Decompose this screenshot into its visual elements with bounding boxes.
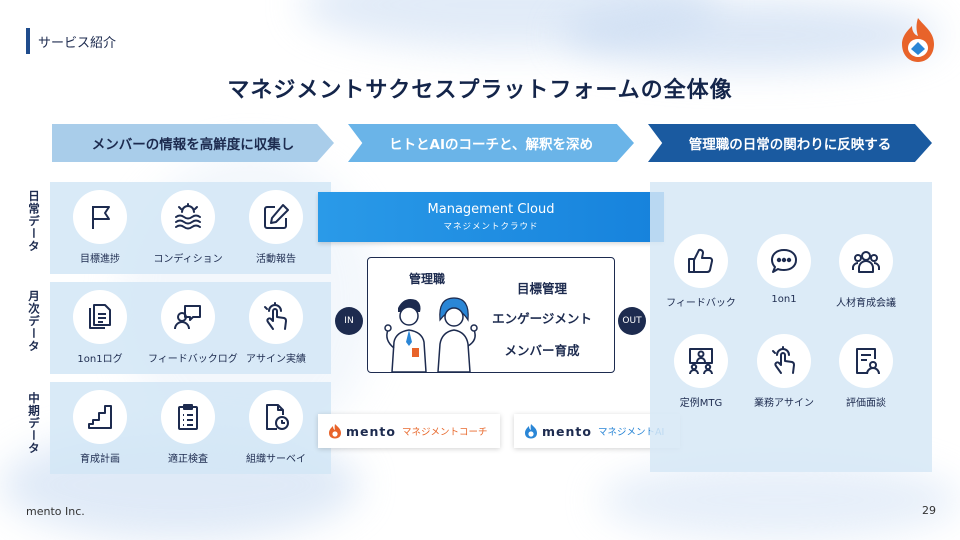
item-label: 適正検査 xyxy=(168,454,208,465)
manager-heading: 管理職 xyxy=(409,272,446,286)
row-label-midterm: 中期データ xyxy=(27,392,41,455)
item-org-survey: 組織サーベイ xyxy=(236,390,316,465)
item-label: フィードバック xyxy=(666,298,736,309)
edit-icon xyxy=(264,204,289,229)
action-work-assign: 業務アサイン xyxy=(744,334,824,409)
step-interpret-label: ヒトとAIのコーチと、解釈を深め xyxy=(389,137,593,153)
item-label: 活動報告 xyxy=(256,254,296,265)
action-1on1: 1on1 xyxy=(744,234,824,305)
action-regular-mtg: 定例MTG xyxy=(661,334,741,409)
thumbs-up-icon xyxy=(688,248,714,273)
panel-daily-data: 目標進捗 コンディション 活動報告 xyxy=(50,182,331,274)
action-evaluation-interview: 評価面談 xyxy=(826,334,906,409)
footer-company: mento Inc. xyxy=(26,505,85,518)
management-cloud-subtitle: マネジメントクラウド xyxy=(443,222,539,232)
manager-item-member-development: メンバー育成 xyxy=(504,343,580,358)
item-1on1-log: 1on1ログ xyxy=(60,290,140,365)
mento-ai-name: マネジメントAI xyxy=(597,427,665,438)
panel-midterm-data: 育成計画 適正検査 組織サーベイ xyxy=(50,382,331,474)
page-title: マネジメントサクセスプラットフォームの全体像 xyxy=(227,78,733,103)
feedback-person-icon xyxy=(174,305,201,330)
item-label: 目標進捗 xyxy=(80,254,120,265)
row-label-daily: 日常データ xyxy=(27,190,41,253)
item-label: 1on1 xyxy=(771,294,797,305)
manager-box: 管理職 目標管理 エンゲージメント メンバー育成 xyxy=(367,257,615,373)
waves-icon xyxy=(175,203,201,230)
item-label: 評価面談 xyxy=(846,398,886,409)
panel-monthly-data: 1on1ログ フィードバックログ アサイン実績 xyxy=(50,282,331,374)
item-goal-progress: 目標進捗 xyxy=(60,190,140,265)
item-assign-record: アサイン実績 xyxy=(236,290,316,365)
step-collect-label: メンバーの情報を高鮮度に収集し xyxy=(91,137,295,153)
evaluation-form-icon xyxy=(856,348,880,375)
row-label-monthly: 月次データ xyxy=(27,290,41,353)
item-label: 業務アサイン xyxy=(754,398,814,409)
documents-icon xyxy=(89,304,111,329)
mento-drop-icon xyxy=(525,424,537,439)
item-label: 人材育成会議 xyxy=(836,298,896,309)
in-badge: IN xyxy=(335,307,363,335)
item-label: 定例MTG xyxy=(679,398,723,409)
item-condition: コンディション xyxy=(148,190,228,265)
step-apply-label: 管理職の日常の関わりに反映する xyxy=(688,137,892,153)
mento-brand-text: mento xyxy=(346,423,396,439)
out-badge: OUT xyxy=(618,307,646,335)
mento-flame-icon xyxy=(329,424,341,439)
stairs-icon xyxy=(88,405,112,429)
item-aptitude-test: 適正検査 xyxy=(148,390,228,465)
group-icon xyxy=(852,251,880,273)
management-cloud-banner: Management Cloud マネジメントクラウド xyxy=(318,192,664,242)
mento-coach-card: mento マネジメントコーチ xyxy=(318,414,500,448)
tap-hand-icon xyxy=(264,302,287,330)
step-interpret: ヒトとAIのコーチと、解釈を深め xyxy=(348,124,634,162)
mento-brand-text: mento xyxy=(542,423,592,439)
flag-icon xyxy=(92,206,110,229)
chat-bubble-icon xyxy=(771,249,797,273)
mento-coach-name: マネジメントコーチ xyxy=(401,427,488,438)
item-label: 組織サーベイ xyxy=(246,454,306,465)
item-label: フィードバックログ xyxy=(148,354,238,365)
report-clock-icon xyxy=(266,404,289,430)
item-development-plan: 育成計画 xyxy=(60,390,140,465)
item-label: アサイン実績 xyxy=(246,354,306,365)
manager-item-goal-management: 目標管理 xyxy=(516,281,567,296)
item-label: 1on1ログ xyxy=(77,354,123,365)
management-cloud-title: Management Cloud xyxy=(427,202,555,217)
item-activity-report: 活動報告 xyxy=(236,190,316,265)
clipboard-icon xyxy=(178,404,198,430)
panel-manager-actions: フィードバック 1on1 人材育成会議 定例MTG 業務アサイン 評価面談 xyxy=(650,182,932,472)
tap-hand-icon xyxy=(772,346,795,374)
page-number: 29 xyxy=(922,504,936,517)
section-tag: サービス紹介 xyxy=(26,28,116,54)
action-feedback: フィードバック xyxy=(661,234,741,309)
section-label: サービス紹介 xyxy=(38,35,117,51)
section-accent-bar xyxy=(26,28,30,54)
managers-illustration xyxy=(384,297,478,372)
video-meeting-icon xyxy=(689,348,713,375)
item-label: 育成計画 xyxy=(80,454,120,465)
item-feedback-log: フィードバックログ xyxy=(148,290,238,365)
manager-item-engagement: エンゲージメント xyxy=(492,311,592,326)
mento-logo-icon xyxy=(902,18,934,62)
item-label: コンディション xyxy=(153,254,223,265)
step-collect: メンバーの情報を高鮮度に収集し xyxy=(52,124,334,162)
action-talent-meeting: 人材育成会議 xyxy=(826,234,906,309)
step-apply: 管理職の日常の関わりに反映する xyxy=(648,124,932,162)
